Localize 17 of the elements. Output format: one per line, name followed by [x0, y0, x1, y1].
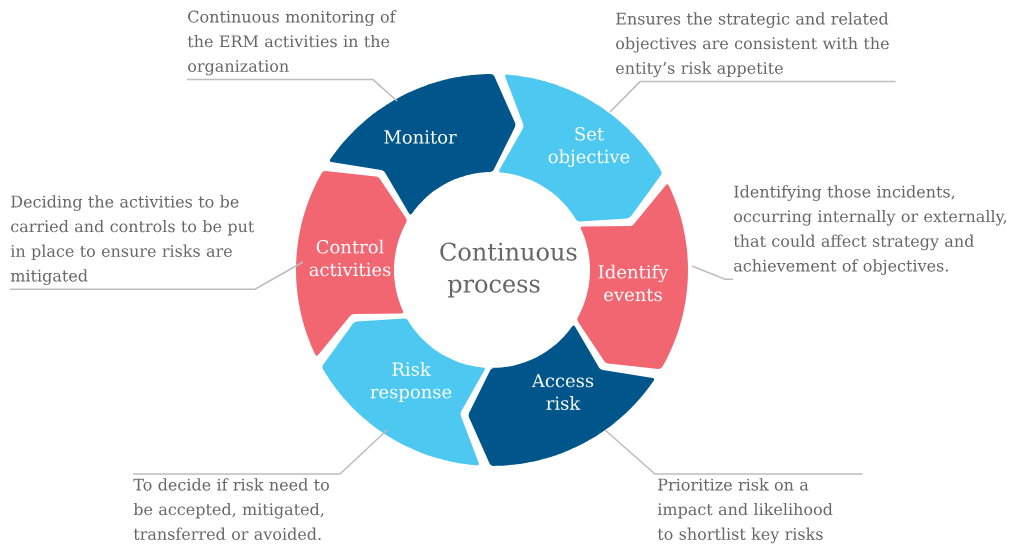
leader-line: [9, 261, 304, 291]
leader-line: [604, 429, 864, 475]
description-text: Deciding the activities to be carried and controls to be put in place to ensure risks are mitigated: [10, 195, 255, 285]
ring-segment: Risk response: [322, 318, 486, 466]
ring-segment: Monitor: [329, 74, 516, 216]
ring-segment: Access risk: [468, 324, 655, 466]
description-text: Continuous monitoring of the ERM activities in the organization: [187, 10, 397, 76]
center-label: Continuous process: [440, 242, 577, 298]
description-text: To decide if risk need to be accepted, mitigated, transferred or avoided.: [133, 478, 329, 540]
leader-line: [186, 78, 398, 102]
ring-segment: Identify events: [576, 184, 688, 369]
leader-line: [691, 265, 734, 281]
leader-line: [132, 429, 388, 475]
leader-line: [609, 80, 897, 113]
description-text: Identifying those incidents, occurring internally or externally, that could affect strategy and achievement of objectives.: [733, 185, 1007, 275]
description-text: Prioritize risk on a impact and likelihood to shortlist key risks: [657, 478, 833, 544]
ring-segment: Control activities: [296, 171, 408, 356]
